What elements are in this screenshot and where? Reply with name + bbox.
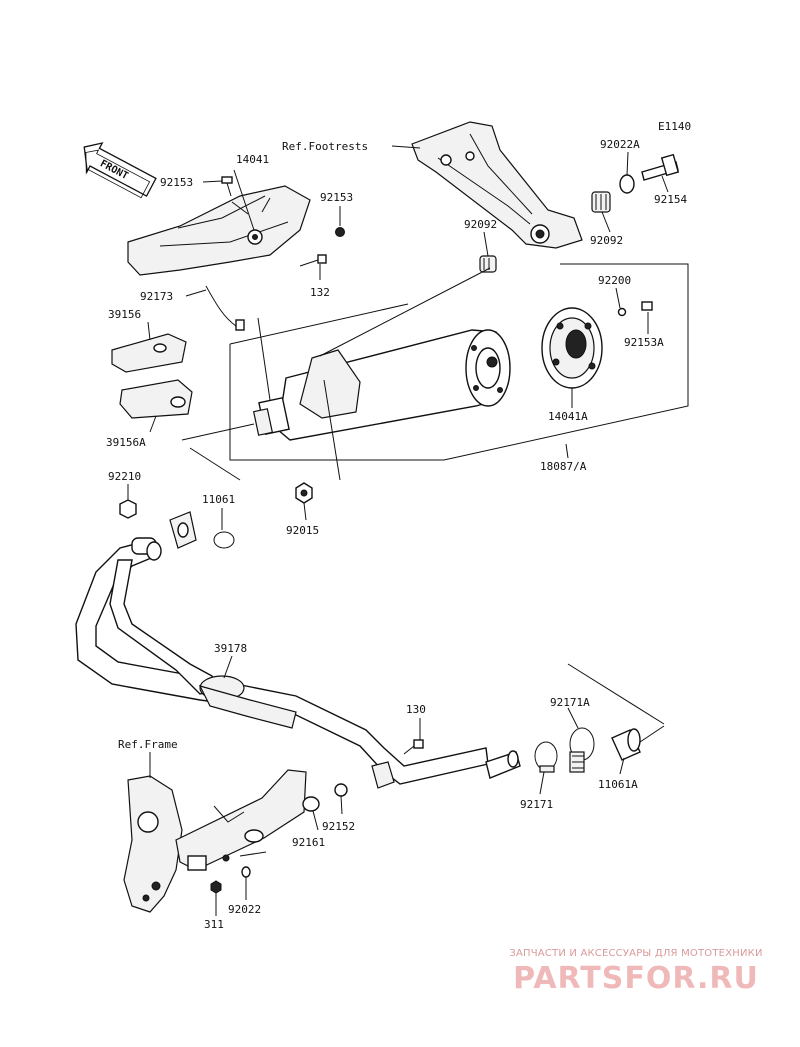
label-92092-left: 92092 [464,218,497,231]
label-92171A: 92171A [550,696,590,709]
part-labels: E1140 Ref.Footrests 92153 14041 92153 13… [106,120,691,931]
label-39178: 39178 [214,642,247,655]
label-92173: 92173 [140,290,173,303]
label-92154: 92154 [654,193,687,206]
frame-section [123,769,307,913]
collar-92152 [334,783,348,797]
muffler-end-cap-14041A [541,307,603,389]
clamp-92171A [569,727,595,773]
nut-92210 [119,499,137,519]
washer-92200 [617,307,627,317]
gasket-39156A [119,379,193,419]
bolt-92154 [641,153,680,181]
label-311: 311 [204,918,224,931]
label-92161: 92161 [292,836,325,849]
label-14041A: 14041A [548,410,588,423]
damper-92092-right [591,191,611,213]
label-132: 132 [310,286,330,299]
bolt-132 [299,254,327,267]
damper-92092-left [479,255,497,273]
damper-92161 [302,796,320,812]
ref-frame-label: Ref.Frame [118,738,178,751]
exhaust-pipe-39178 [75,511,521,789]
bolt-92153A [641,301,653,311]
bolt-92153-top [221,176,233,197]
gasket-39156 [111,333,187,373]
watermark: ЗАПЧАСТИ И АКСЕССУАРЫ ДЛЯ МОТОТЕХНИКИ PA… [486,948,786,996]
gasket-11061A [611,728,641,761]
washer-92022A [619,174,635,194]
label-92015: 92015 [286,524,319,537]
label-39156A: 39156A [106,436,146,449]
watermark-logo: PARTSFOR.RU [513,961,759,996]
label-92152: 92152 [322,820,355,833]
muffler-box [229,263,689,461]
label-92022A: 92022A [600,138,640,151]
gasket-11061 [213,531,235,549]
front-direction-icon: FRONT [83,142,157,199]
heat-shield-part [127,185,311,276]
label-92210: 92210 [108,470,141,483]
ref-footrests-label: Ref.Footrests [282,140,368,153]
nut-311 [210,880,222,894]
label-130: 130 [406,703,426,716]
nut-92153-right [335,227,345,237]
label-18087: 18087/A [540,460,587,473]
label-92200: 92200 [598,274,631,287]
label-92092-right: 92092 [590,234,623,247]
clamp-92171 [534,741,558,773]
label-92022: 92022 [228,903,261,916]
label-11061: 11061 [202,493,235,506]
label-92153-top: 92153 [160,176,193,189]
footrest-bracket [411,121,583,249]
label-39156: 39156 [108,308,141,321]
band-92173-tab [235,319,245,331]
washer-92022 [241,866,251,878]
label-92153A: 92153A [624,336,664,349]
watermark-subtitle: ЗАПЧАСТИ И АКСЕССУАРЫ ДЛЯ МОТОТЕХНИКИ [509,948,763,959]
leader-lines [127,145,669,916]
label-11061A: 11061A [598,778,638,791]
muffler-body [252,329,511,441]
label-92153-right: 92153 [320,191,353,204]
diagram-code: E1140 [658,120,691,133]
label-14041: 14041 [236,153,269,166]
label-92171: 92171 [520,798,553,811]
bolt-130 [403,739,424,755]
